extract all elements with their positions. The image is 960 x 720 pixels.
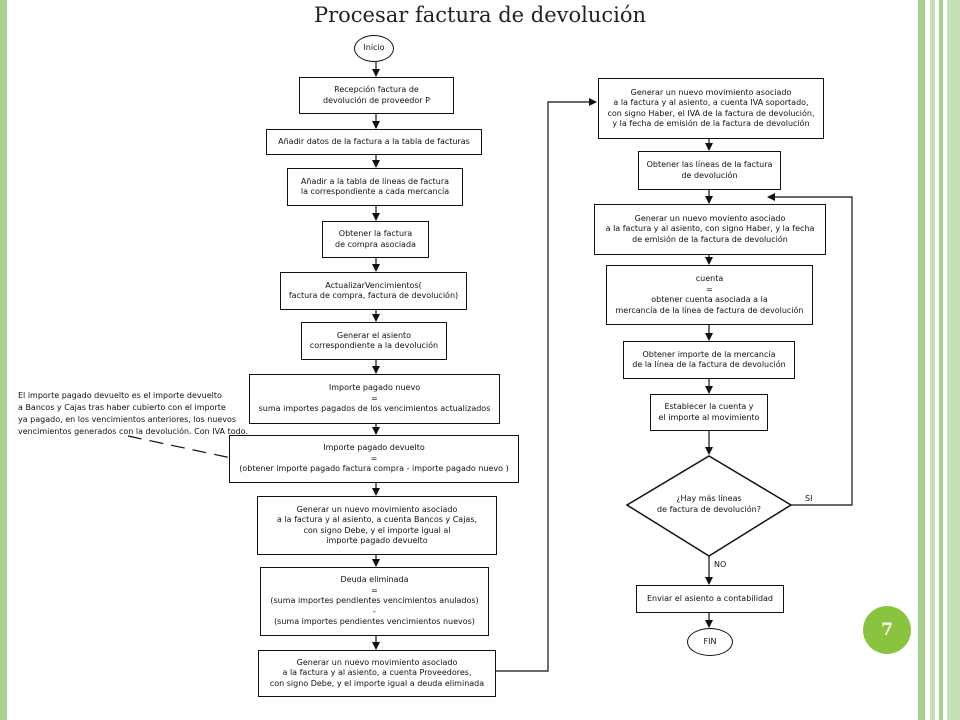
arrow-decision-yes-loop: [767, 193, 853, 506]
slide-right-border: [918, 0, 960, 720]
step-new-paid-amount: Importe pagado nuevo=suma importes pagad…: [249, 374, 500, 424]
annotation-dashed-link: [127, 435, 237, 460]
step-add-invoice-data: Añadir datos de la factura a la tabla de…: [266, 129, 482, 155]
slide-left-border: [0, 0, 7, 720]
end-node: FIN: [687, 628, 733, 656]
step-returned-paid-amount: Importe pagado devuelto=(obtener importe…: [229, 435, 519, 483]
slide-title: Procesar factura de devolución: [313, 3, 647, 27]
step-update-due-dates: ActualizarVencimientos(factura de compra…: [280, 272, 467, 310]
start-node: Inicio: [354, 35, 394, 62]
arrow-step11-to-right-column: [496, 98, 597, 672]
decision-yes-label: SI: [805, 494, 813, 503]
annotation-note: El importe pagado devuelto es el importe…: [18, 391, 248, 436]
page-number-badge: 7: [863, 606, 911, 654]
step-debt-removed: Deuda eliminada=(suma importes pendiente…: [260, 567, 489, 636]
step-send-to-accounting: Enviar el asiento a contabilidad: [636, 585, 784, 613]
decision-no-label: NO: [714, 560, 727, 569]
decision-diamond: [625, 455, 793, 557]
